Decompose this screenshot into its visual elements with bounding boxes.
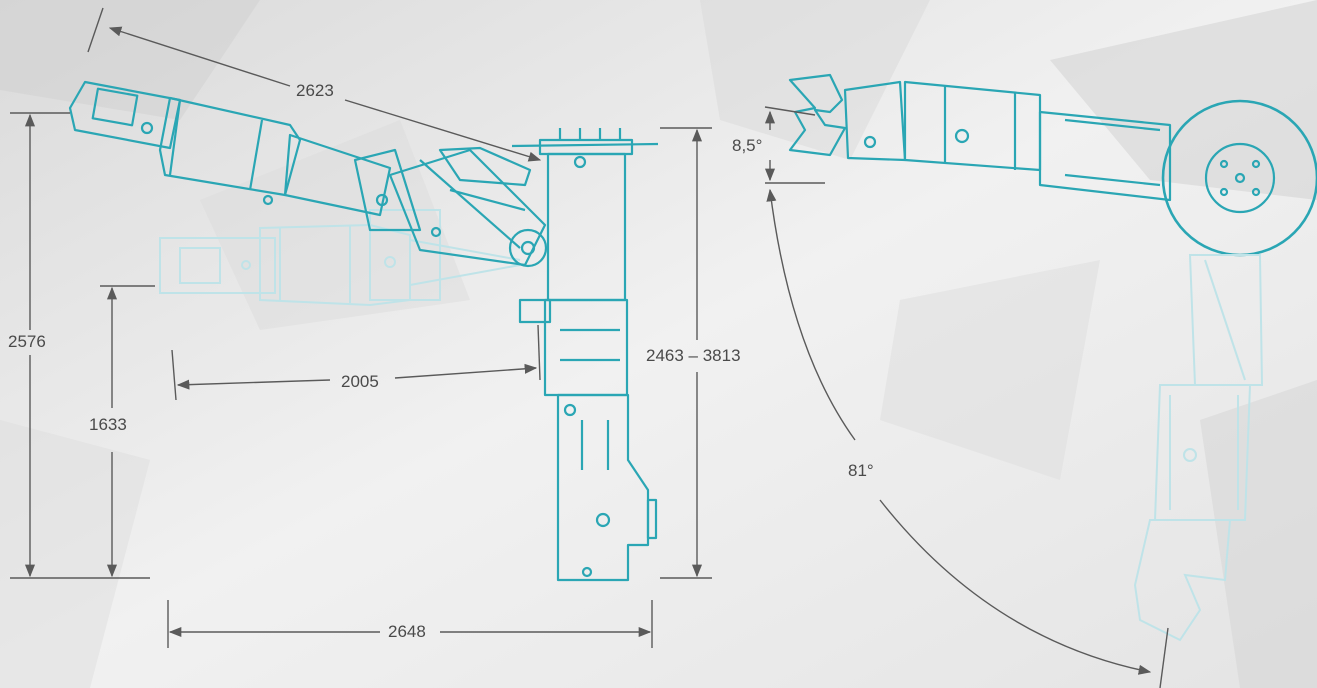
dim-low-height-label: 1633 [89, 415, 127, 434]
top-view-arm-swung [1133, 254, 1264, 642]
top-view-arm [788, 73, 1317, 257]
raised-arm [68, 80, 548, 268]
dim-lower-reach-label: 2005 [341, 372, 379, 391]
dim-total-height-label: 2576 [8, 332, 46, 351]
dim-column-height-label: 2463 – 3813 [646, 346, 741, 365]
machine-column [511, 128, 659, 582]
lower-arm-ghost [159, 209, 521, 307]
dim-grip-angle-label: 8,5° [732, 136, 763, 155]
dimension-lines [10, 7, 1169, 688]
dim-swing-angle-label: 81° [848, 461, 874, 480]
dim-base-width-label: 2648 [388, 622, 426, 641]
dim-arm-reach-label: 2623 [296, 81, 334, 100]
